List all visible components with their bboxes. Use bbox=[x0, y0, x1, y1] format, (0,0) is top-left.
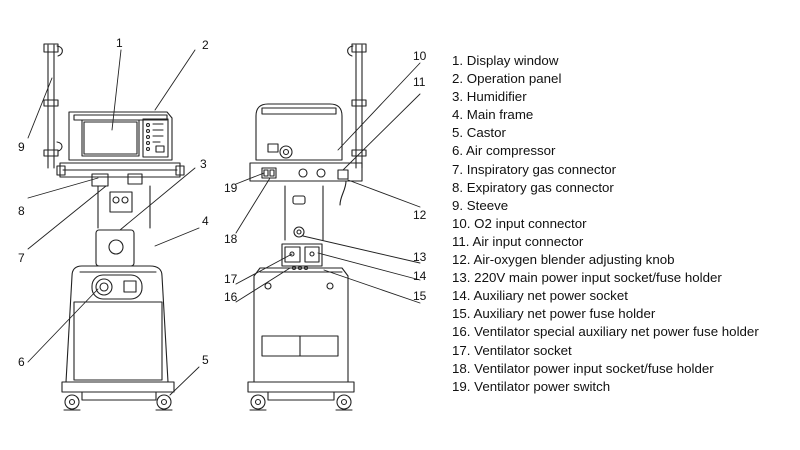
parts-legend: 1. Display window 2. Operation panel 3. … bbox=[452, 52, 759, 396]
legend-item: 10. O2 input connector bbox=[452, 215, 587, 231]
legend-item: 15. Auxiliary net power fuse holder bbox=[452, 306, 656, 322]
rear-steeve bbox=[347, 43, 367, 169]
legend-item: 18. Ventilator power input socket/fuse h… bbox=[452, 360, 714, 376]
front-main-frame bbox=[65, 265, 169, 383]
callout-12: 12 bbox=[413, 208, 427, 222]
legend-item: 14. Auxiliary net power socket bbox=[452, 288, 628, 304]
callout-15: 15 bbox=[413, 289, 427, 303]
air-compressor bbox=[91, 274, 143, 300]
operation-panel bbox=[142, 118, 169, 158]
legend-item: 3. Humidifier bbox=[452, 89, 527, 105]
callout-13: 13 bbox=[413, 250, 427, 264]
callout-11: 11 bbox=[413, 75, 426, 89]
callout-5: 5 bbox=[202, 353, 209, 367]
rear-base bbox=[247, 381, 355, 411]
callout-1: 1 bbox=[116, 36, 123, 50]
callout-numbers: 1 2 3 4 5 6 7 8 9 10 11 12 13 14 15 16 1… bbox=[18, 36, 427, 369]
front-base bbox=[61, 381, 175, 411]
callout-4: 4 bbox=[202, 214, 209, 228]
legend-item: 17. Ventilator socket bbox=[452, 342, 572, 358]
callout-18: 18 bbox=[224, 232, 238, 246]
legend-item: 2. Operation panel bbox=[452, 71, 562, 87]
legend-item: 8. Expiratory gas connector bbox=[452, 179, 614, 195]
front-shelf bbox=[56, 162, 185, 187]
legend-item: 6. Air compressor bbox=[452, 143, 556, 159]
callout-10: 10 bbox=[413, 49, 427, 63]
rear-view bbox=[247, 43, 367, 411]
legend-item: 16. Ventilator special auxiliary net pow… bbox=[452, 324, 759, 340]
legend-item: 19. Ventilator power switch bbox=[452, 378, 611, 394]
callout-14: 14 bbox=[413, 269, 427, 283]
ventilator-diagram: 1 2 3 4 5 6 7 8 9 10 11 12 13 14 15 16 1… bbox=[18, 36, 427, 411]
callout-8: 8 bbox=[18, 204, 25, 218]
legend-item: 11. Air input connector bbox=[452, 233, 584, 249]
legend-item: 12. Air-oxygen blender adjusting knob bbox=[452, 252, 675, 268]
callout-7: 7 bbox=[18, 251, 25, 265]
legend-item: 5. Castor bbox=[452, 125, 506, 141]
humidifier bbox=[95, 229, 135, 267]
rear-column bbox=[281, 185, 324, 267]
front-view bbox=[43, 43, 185, 411]
callout-3: 3 bbox=[200, 157, 207, 171]
callout-16: 16 bbox=[224, 290, 238, 304]
front-head-unit bbox=[68, 111, 173, 161]
legend-item: 7. Inspiratory gas connector bbox=[452, 161, 617, 177]
legend-item: 1. Display window bbox=[452, 53, 559, 68]
display-window bbox=[81, 119, 140, 157]
legend-item: 13. 220V main power input socket/fuse ho… bbox=[452, 270, 722, 286]
legend-item: 4. Main frame bbox=[452, 107, 534, 123]
front-column bbox=[95, 185, 151, 267]
callout-2: 2 bbox=[202, 38, 209, 52]
callout-17: 17 bbox=[224, 272, 238, 286]
callout-6: 6 bbox=[18, 355, 25, 369]
legend-item: 9. Steeve bbox=[452, 197, 509, 213]
rear-main-frame bbox=[253, 265, 349, 383]
front-steeve bbox=[43, 43, 63, 169]
rear-head-unit bbox=[255, 103, 343, 161]
rear-shelf bbox=[249, 162, 363, 206]
leader-lines bbox=[27, 49, 421, 396]
callout-19: 19 bbox=[224, 181, 238, 195]
callout-9: 9 bbox=[18, 140, 25, 154]
